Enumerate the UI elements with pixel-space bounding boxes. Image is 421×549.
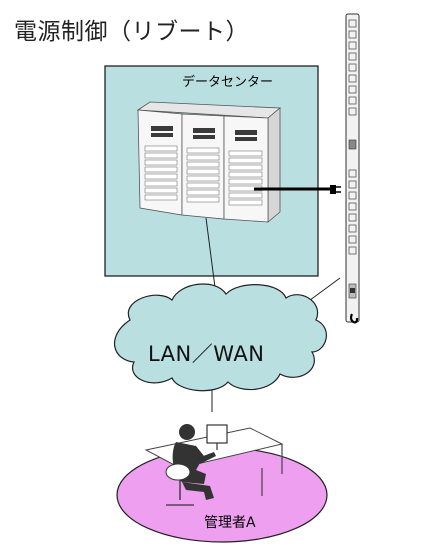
pdu-strip-icon: [345, 13, 360, 324]
power-plug-icon: [330, 185, 341, 194]
server-rack-icon: [136, 101, 282, 223]
page-title: 電源制御（リブート）: [14, 19, 249, 45]
network-label: LAN／WAN: [148, 342, 265, 366]
user-label: 管理者A: [204, 515, 256, 531]
datacenter-label: データセンター: [182, 75, 274, 90]
cloud-icon: [113, 283, 327, 392]
link-rack-cloud: [205, 217, 217, 296]
person-at-desk-icon: [144, 424, 284, 506]
